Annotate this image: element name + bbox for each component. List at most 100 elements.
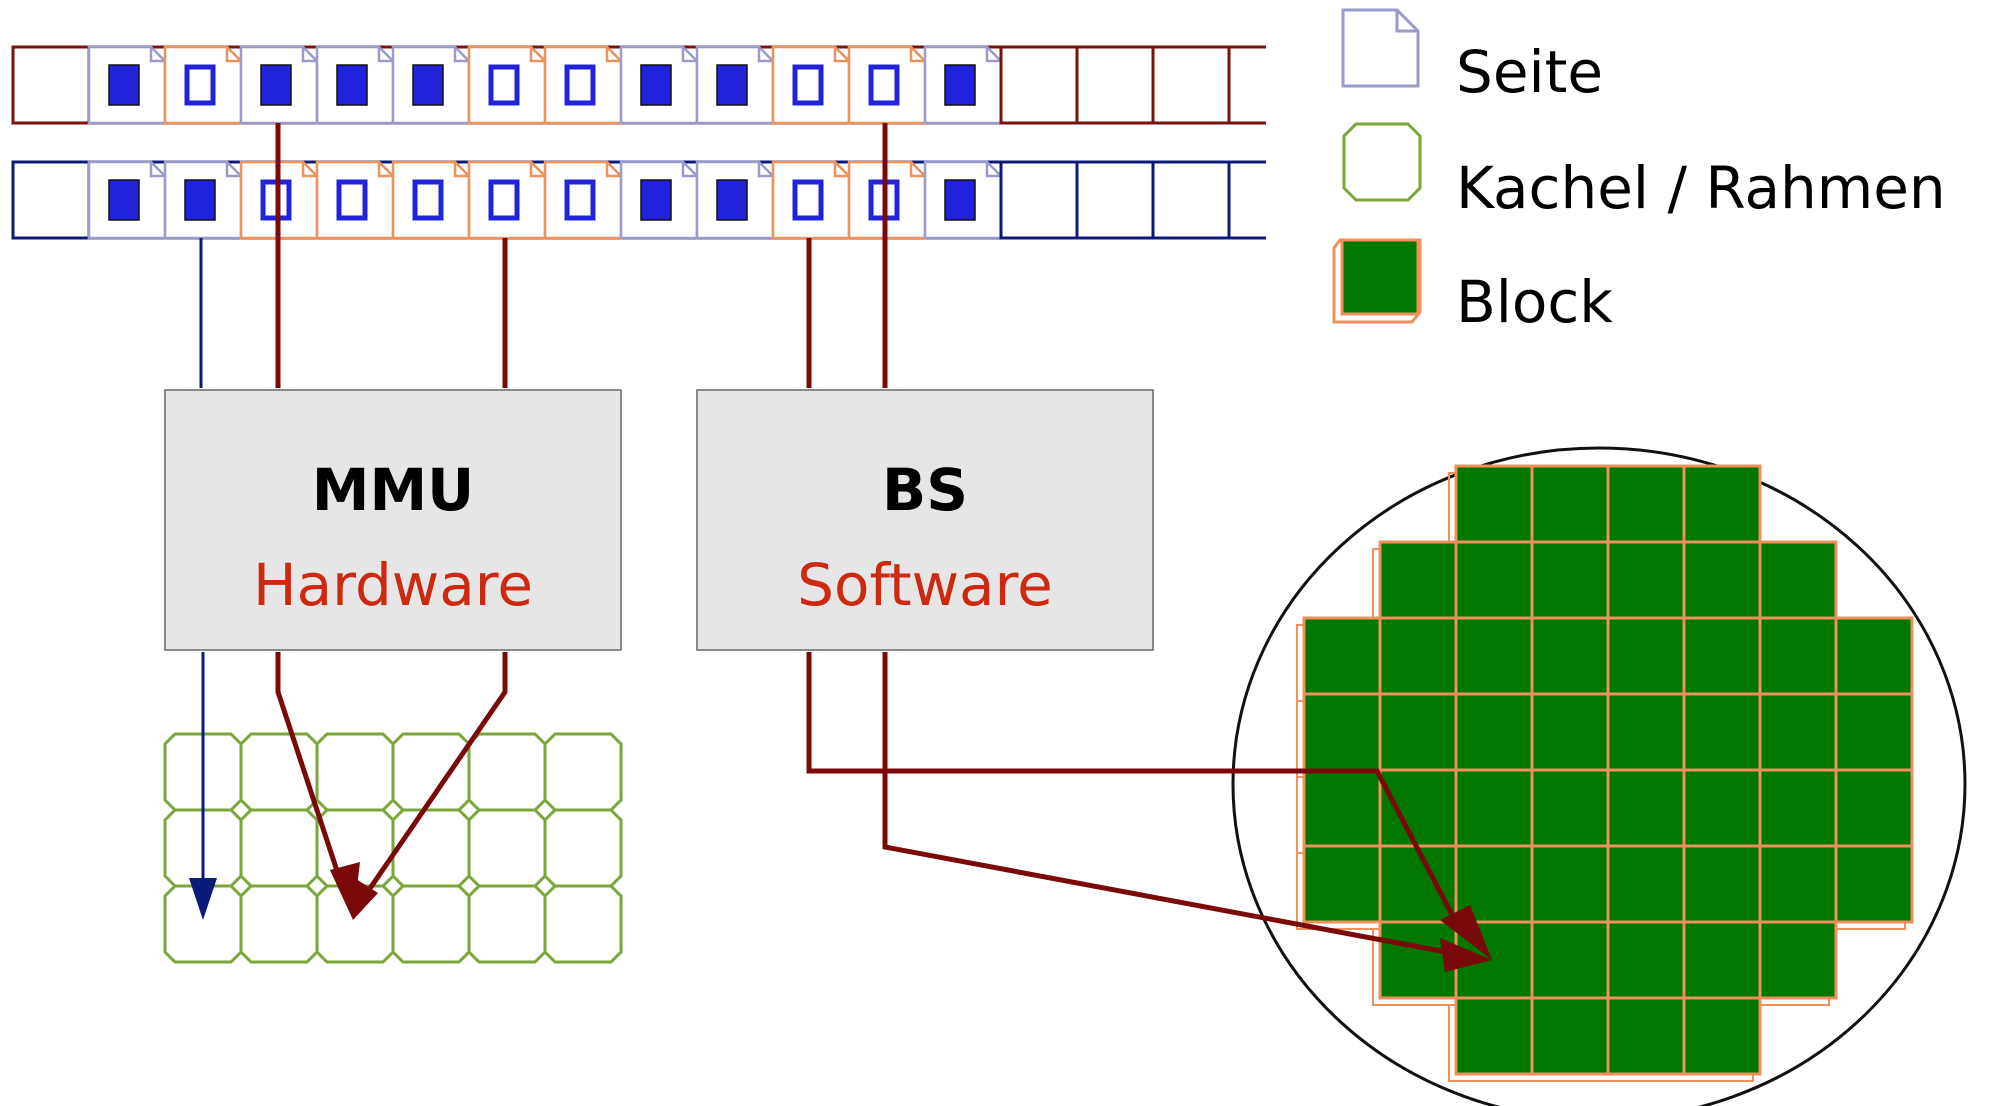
disk-block bbox=[1454, 692, 1534, 772]
disk-block bbox=[1758, 692, 1838, 772]
frame-cell bbox=[543, 808, 623, 888]
frame-cell bbox=[467, 732, 547, 812]
swap-disk-blocks bbox=[1296, 464, 1914, 1082]
disk-block bbox=[1530, 616, 1610, 696]
disk-block bbox=[1682, 540, 1762, 620]
row2-slot-empty bbox=[11, 160, 91, 240]
frame-cell bbox=[315, 732, 395, 812]
page-content-present bbox=[108, 179, 140, 221]
disk-block bbox=[1682, 844, 1762, 924]
row2-slot-empty bbox=[999, 160, 1079, 240]
row1-slot-page-present bbox=[391, 45, 471, 125]
page-content-swapped bbox=[412, 179, 444, 221]
frame-cell bbox=[391, 808, 471, 888]
row1-slot-page-present bbox=[87, 45, 167, 125]
bs-to-block-arrow-1 bbox=[806, 652, 1463, 932]
page-content-present bbox=[716, 179, 748, 221]
row1-slot-empty bbox=[999, 45, 1079, 125]
row1-slot-page-swapped bbox=[163, 45, 243, 125]
frame-cell bbox=[391, 884, 471, 964]
frame-cell bbox=[467, 808, 547, 888]
row2-slot-empty bbox=[1151, 160, 1231, 240]
legend-page-icon bbox=[1341, 8, 1420, 88]
row2-slot-page-swapped bbox=[771, 160, 851, 240]
frame-cell bbox=[239, 884, 319, 964]
virtual-address-space-row-2 bbox=[11, 160, 1266, 240]
disk-block bbox=[1682, 464, 1762, 544]
frame-cell bbox=[467, 884, 547, 964]
physical-memory-frames bbox=[163, 732, 623, 964]
disk-block bbox=[1606, 844, 1686, 924]
frame-cell bbox=[543, 884, 623, 964]
disk-block bbox=[1530, 768, 1610, 848]
disk-block bbox=[1834, 692, 1914, 772]
disk-block bbox=[1302, 692, 1382, 772]
page-content-swapped bbox=[868, 64, 900, 106]
page-content-present bbox=[944, 179, 976, 221]
page-content-swapped bbox=[184, 64, 216, 106]
mmu-subtitle: Hardware bbox=[253, 551, 533, 619]
disk-block bbox=[1454, 996, 1534, 1076]
page-content-swapped bbox=[564, 64, 596, 106]
disk-block bbox=[1454, 616, 1534, 696]
page-content-swapped bbox=[488, 64, 520, 106]
disk-block bbox=[1606, 464, 1686, 544]
page-content-present bbox=[336, 64, 368, 106]
legend-page-label: Seite bbox=[1456, 38, 1603, 106]
page-content-present bbox=[640, 179, 672, 221]
row2-slot-page-present bbox=[87, 160, 167, 240]
disk-block bbox=[1834, 844, 1914, 924]
red-arrowhead-2 bbox=[350, 875, 378, 920]
row1-slot-page-present bbox=[695, 45, 775, 125]
bs-input-lines bbox=[806, 123, 888, 388]
page-content-present bbox=[260, 64, 292, 106]
page-content-present bbox=[716, 64, 748, 106]
bs-to-block-arrow-2 bbox=[882, 652, 1463, 958]
disk-block bbox=[1530, 464, 1610, 544]
disk-block bbox=[1302, 616, 1382, 696]
disk-block bbox=[1606, 616, 1686, 696]
disk-block bbox=[1758, 844, 1838, 924]
frame-cell bbox=[315, 884, 395, 964]
legend-block-label: Block bbox=[1456, 268, 1613, 336]
mmu-output-arrows bbox=[189, 652, 508, 920]
row1-slot-page-present bbox=[315, 45, 395, 125]
row1-slot-empty bbox=[1075, 45, 1155, 125]
row2-slot-page-swapped bbox=[315, 160, 395, 240]
disk-block bbox=[1378, 692, 1458, 772]
row1-slot-page-present bbox=[239, 45, 319, 125]
legend-frame-icon bbox=[1342, 122, 1422, 202]
disk-block bbox=[1682, 692, 1762, 772]
disk-block bbox=[1758, 920, 1838, 1000]
disk-block bbox=[1606, 920, 1686, 1000]
disk-block bbox=[1682, 768, 1762, 848]
frame-cell bbox=[239, 808, 319, 888]
row1-slot-page-swapped bbox=[467, 45, 547, 125]
row1-slot-page-present bbox=[619, 45, 699, 125]
row1-slot-page-swapped bbox=[543, 45, 623, 125]
disk-block bbox=[1834, 768, 1914, 848]
disk-block bbox=[1454, 464, 1534, 544]
frame-cell bbox=[163, 884, 243, 964]
mmu-to-frame-arrow-2 bbox=[359, 652, 508, 902]
disk-block bbox=[1606, 768, 1686, 848]
legend: Seite Kachel / Rahmen Block bbox=[1332, 8, 1946, 336]
disk-block bbox=[1378, 540, 1458, 620]
disk-block bbox=[1606, 692, 1686, 772]
disk-block bbox=[1758, 540, 1838, 620]
row2-slot-page-swapped bbox=[467, 160, 547, 240]
bs-output-arrows bbox=[806, 652, 1492, 972]
disk-block bbox=[1758, 768, 1838, 848]
page-content-present bbox=[184, 179, 216, 221]
disk-block bbox=[1530, 920, 1610, 1000]
row1-slot-empty bbox=[1151, 45, 1231, 125]
row2-slot-page-swapped bbox=[543, 160, 623, 240]
row2-slot-page-present bbox=[695, 160, 775, 240]
page-content-present bbox=[412, 64, 444, 106]
row2-slot-page-present bbox=[163, 160, 243, 240]
disk-block bbox=[1454, 768, 1534, 848]
red-arrowhead-4 bbox=[1440, 938, 1492, 972]
row1-slot-page-swapped bbox=[847, 45, 927, 125]
virtual-address-space-row-1 bbox=[11, 45, 1266, 125]
